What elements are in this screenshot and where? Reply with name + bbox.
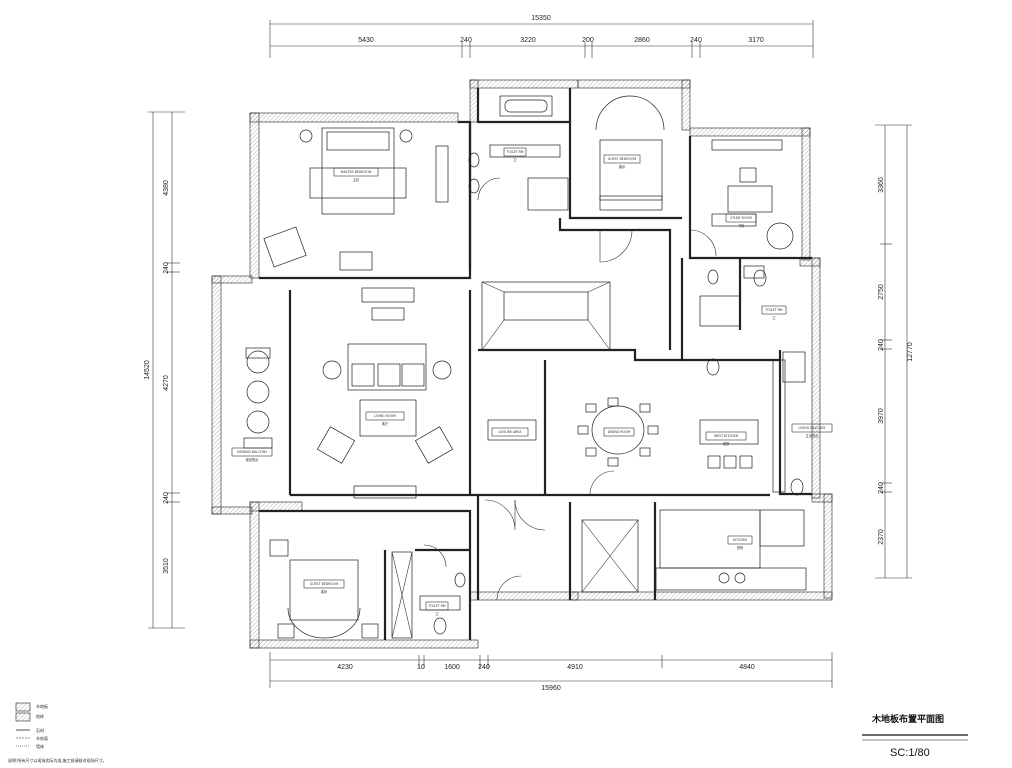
dim-right-seg-4: 3970 (878, 408, 885, 424)
room-tag-guest-bedroom-lower-sub: 客卧 (321, 589, 328, 594)
legend-item-1: 木地板 (36, 703, 48, 709)
room-tag-toilet-top-sub: 卫 (513, 158, 517, 162)
legend-item-4: 木饰面 (36, 735, 48, 741)
room-tag-master-bedroom: MASTER BEDROOM (341, 170, 372, 174)
dim-top-seg-3: 3220 (520, 37, 536, 44)
dim-top-seg-4: 200 (582, 37, 594, 44)
room-tag-living-balcony: LIVING BALCONY (799, 426, 826, 430)
dim-right-seg-5: 240 (878, 482, 885, 494)
room-tag-toilet-lower: TOILET RM (427, 604, 445, 608)
room-tag-dining: DINING ROOM (608, 430, 631, 434)
legend: 木地板 地砖 石材 木饰面 墙体 说明:所有尺寸以现场实际为准,施工前请核对现场… (8, 702, 107, 763)
dim-top-seg-7: 3170 (748, 37, 764, 44)
room-tag-study-sub: 书房 (738, 223, 744, 228)
room-tag-living-room: LIVING ROOM (374, 414, 396, 418)
room-tags: MASTER BEDROOM 主卧 TOILET RM 卫 GUEST BEDR… (231, 147, 833, 616)
dim-right-total: 12770 (907, 342, 914, 362)
room-tag-viewing-balcony-sub: 观景阳台 (246, 457, 259, 462)
room-tag-kitchen-sub: 厨房 (737, 545, 743, 550)
dim-top-seg-1: 5430 (358, 37, 374, 44)
dim-left-seg-3: 4270 (163, 375, 170, 391)
dim-left-seg-5: 3510 (163, 558, 170, 574)
legend-note: 说明:所有尺寸以现场实际为准,施工前请核对现场尺寸。 (8, 757, 107, 763)
title-block: 木地板布置平面图 SC:1/80 (862, 713, 968, 759)
drawing-title: 木地板布置平面图 (871, 713, 944, 725)
dim-bottom-seg-4: 240 (478, 664, 490, 671)
dim-top-seg-5: 2860 (634, 37, 650, 44)
dim-bottom-seg-2: 10 (417, 664, 425, 671)
room-tag-toilet-top: TOILET RM (505, 150, 523, 154)
door-swings (423, 229, 717, 601)
dim-right-seg-2: 2750 (878, 284, 885, 300)
left-dimensions: 14520 4380 240 4270 240 3510 (144, 111, 185, 629)
dim-left-seg-2: 240 (163, 262, 170, 274)
room-tag-kitchen: KITCHEN (733, 538, 747, 542)
dim-bottom-seg-3: 1600 (444, 664, 460, 671)
room-tag-toilet-right-sub: 卫 (772, 316, 776, 320)
dim-bottom-seg-1: 4230 (337, 664, 353, 671)
dim-right-seg-3: 240 (878, 339, 885, 351)
drawing-scale: SC:1/80 (890, 747, 930, 759)
walls (211, 79, 833, 649)
dim-left-seg-1: 4380 (163, 180, 170, 196)
dim-left-total: 14520 (144, 360, 151, 380)
dim-left-seg-4: 240 (163, 492, 170, 504)
legend-item-5: 墙体 (36, 743, 44, 749)
room-tag-west-kitchen: WEST KITCHEN (714, 434, 739, 438)
dim-top-seg-2: 240 (460, 37, 472, 44)
room-tag-west-kitchen-sub: 西厨 (723, 441, 730, 446)
room-tag-living-room-sub: 客厅 (382, 421, 389, 426)
dim-top-total: 15350 (531, 15, 551, 22)
room-tag-leisure-area: LEISURE AREA (499, 430, 523, 434)
dim-bottom-seg-6: 4840 (739, 664, 755, 671)
dim-right-seg-6: 2370 (878, 529, 885, 545)
legend-item-3: 石材 (36, 727, 44, 733)
room-tag-toilet-lower-sub: 卫 (435, 612, 439, 616)
room-tag-living-balcony-sub: 生活阳台 (806, 433, 819, 438)
room-tag-guest-bedroom-lower: GUEST BEDROOM (310, 582, 339, 586)
legend-item-2: 地砖 (36, 713, 44, 719)
dim-bottom-total: 15960 (541, 685, 561, 692)
room-tag-guest-bedroom-top: GUEST BEDROOM (608, 157, 637, 161)
room-tag-study: STUDY ROOM (730, 216, 752, 220)
furniture (243, 95, 807, 639)
room-tag-viewing-balcony: VIEWING BALCONY (237, 450, 267, 454)
bottom-dimensions: 15960 4230 10 1600 240 4910 4840 (269, 652, 833, 692)
dim-right-seg-1: 3360 (878, 177, 885, 193)
top-dimensions: 15350 5430 240 3220 200 2860 240 3170 (269, 15, 814, 58)
dim-top-seg-6: 240 (690, 37, 702, 44)
dim-bottom-seg-5: 4910 (567, 664, 583, 671)
right-dimensions: 12770 3360 2750 240 3970 240 2370 (875, 124, 914, 579)
room-tag-guest-bedroom-top-sub: 客卧 (619, 164, 626, 169)
room-tag-toilet-right: TOILET RM (764, 308, 782, 312)
room-tag-master-bedroom-sub: 主卧 (353, 177, 360, 182)
